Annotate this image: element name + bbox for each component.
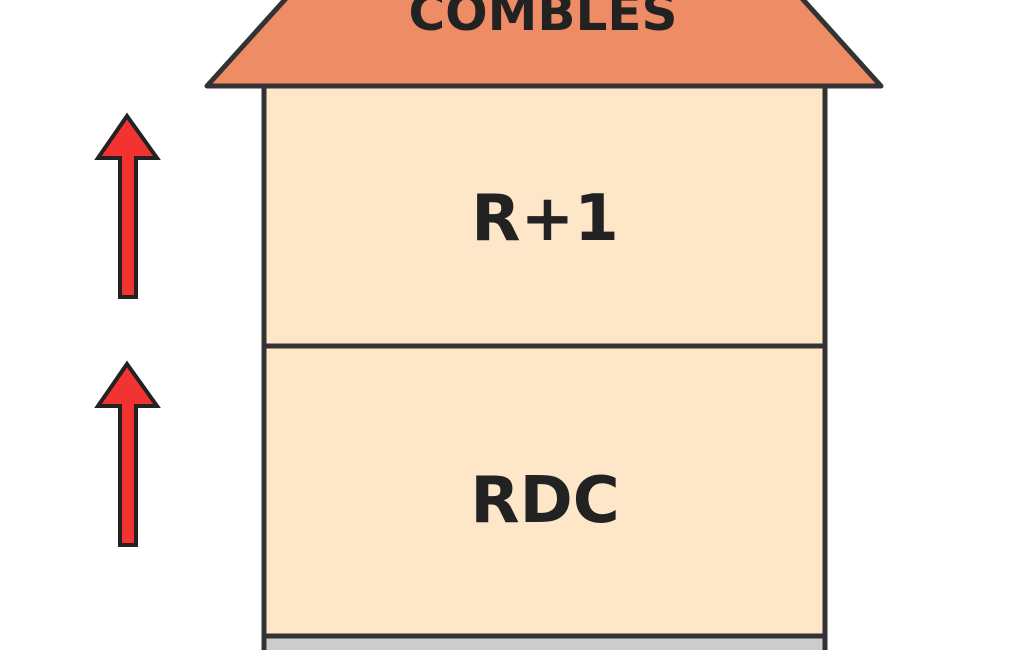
floor-rdc bbox=[261, 343, 828, 639]
up-arrow-icon bbox=[94, 360, 161, 547]
roof-label: COMBLES bbox=[408, 0, 677, 42]
floor-r1 bbox=[261, 83, 828, 349]
roof bbox=[204, 0, 884, 89]
floor-rdc-label: RDC bbox=[470, 464, 619, 538]
up-arrow-icon bbox=[94, 112, 161, 299]
floor-r1-label: R+1 bbox=[471, 182, 618, 256]
